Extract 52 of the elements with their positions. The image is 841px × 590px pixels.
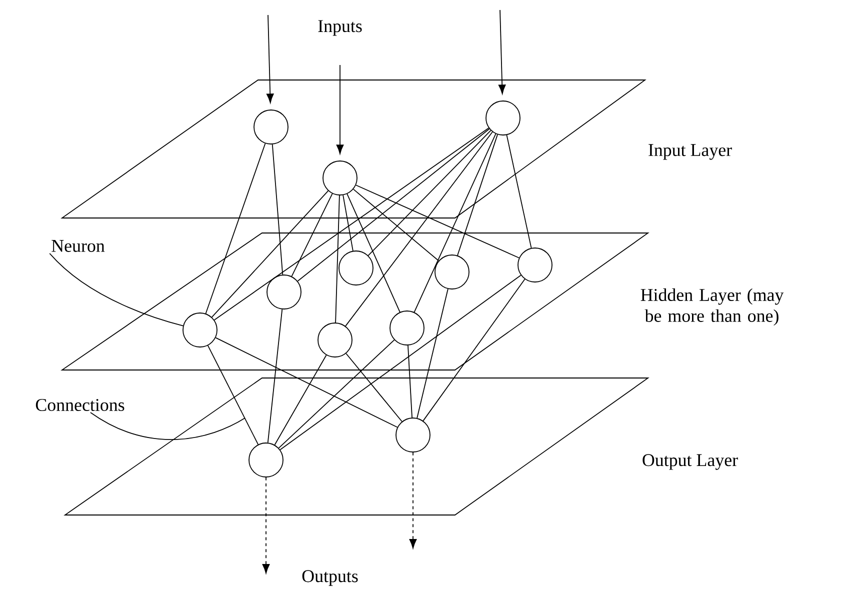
connection-line [346, 193, 400, 313]
connection-line [345, 131, 493, 327]
arrow [336, 64, 344, 154]
connection-line [214, 128, 490, 320]
neuron-circle [248, 442, 284, 478]
neuron-circle [434, 254, 470, 290]
connection-line [267, 308, 283, 444]
flow-label: Outputs [302, 570, 358, 586]
connection-line [297, 128, 490, 282]
neuron-circle [322, 160, 358, 196]
connection-line [272, 144, 284, 276]
leader-line [90, 412, 246, 440]
neuron-circle [396, 418, 430, 452]
connection-line [416, 288, 448, 418]
connection-line [215, 337, 398, 428]
connection-line [280, 274, 522, 450]
connection-line [207, 345, 259, 445]
connection-line [506, 134, 532, 248]
connection-line [408, 344, 412, 418]
arrow [498, 10, 506, 94]
callout-text: Neuron [52, 240, 105, 252]
node-label: Output Layer [642, 454, 738, 470]
node-label: Hidden Layer (may be more than one) [640, 288, 784, 326]
neuron-circle [486, 100, 520, 136]
connection-line [457, 134, 498, 256]
connection-line [335, 194, 340, 323]
connection-line [356, 184, 520, 258]
connection-line [368, 130, 492, 256]
neuron-circle [390, 310, 424, 346]
neuron-circle [338, 250, 374, 286]
neuron-circle [518, 248, 552, 282]
flow-label: Inputs [318, 20, 362, 36]
connection-line [414, 133, 496, 313]
leader-line [49, 252, 184, 326]
node-label: Input Layer [648, 144, 732, 160]
connection-line [291, 193, 333, 277]
connection-line [278, 339, 395, 449]
connection-line [346, 353, 402, 422]
arrow [409, 452, 417, 549]
arrow [262, 477, 270, 574]
connection-line [211, 190, 329, 318]
neuron-circle [254, 110, 288, 144]
neuron-circle [266, 274, 302, 310]
connection-line [352, 188, 440, 262]
connection-line [274, 354, 327, 446]
neuron-circle [318, 322, 352, 358]
connection-line [342, 194, 354, 252]
connection-line [422, 278, 526, 422]
connection-line [205, 143, 266, 314]
neuron-circle [182, 312, 218, 348]
arrow [266, 14, 274, 104]
callout-text: Connections [36, 398, 124, 412]
